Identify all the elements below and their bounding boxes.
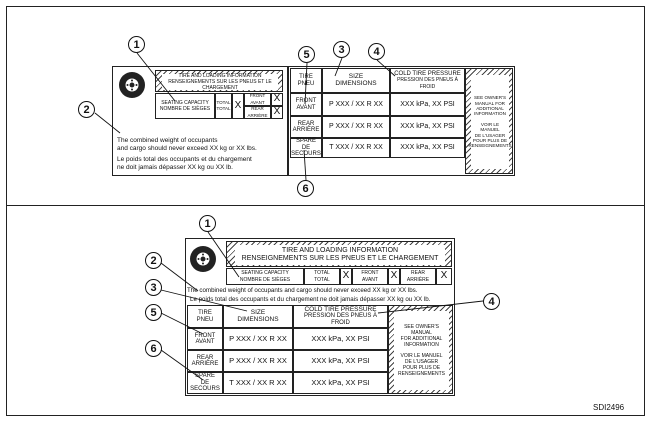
total-cell: TOTAL TOTAL bbox=[215, 93, 232, 119]
front-size-cell: P XXX / XX R XX bbox=[322, 93, 390, 116]
spare-size-cell: T XXX / XX R XX bbox=[223, 372, 293, 394]
callout-4-top: 4 bbox=[368, 43, 385, 60]
callout-2-top: 2 bbox=[78, 101, 95, 118]
rear-pressure-cell: XXX kPa, XX PSI bbox=[390, 116, 465, 138]
spare-pressure-cell: XXX kPa, XX PSI bbox=[390, 138, 465, 158]
callout-6-top: 6 bbox=[297, 180, 314, 197]
callout-2-bottom: 2 bbox=[145, 252, 162, 269]
figure-frame bbox=[6, 6, 645, 416]
callout-6-bottom: 6 bbox=[145, 340, 162, 357]
tire-icon bbox=[190, 246, 216, 272]
total-x: X bbox=[340, 268, 352, 285]
info-header-hatch: TIRE AND LOADING INFORMATION RENSEIGNEME… bbox=[155, 70, 283, 92]
total-x: X bbox=[232, 93, 244, 119]
rear-seat-x: X bbox=[271, 106, 283, 119]
rear-size-cell: P XXX / XX R XX bbox=[322, 116, 390, 138]
info-header-hatch: TIRE AND LOADING INFORMATION RENSEIGNEME… bbox=[226, 241, 452, 267]
callout-1-bottom: 1 bbox=[199, 215, 216, 232]
callout-4-bottom: 4 bbox=[483, 293, 500, 310]
weight-text-fr: Le poids total des occupants et du charg… bbox=[190, 296, 431, 303]
callout-3-bottom: 3 bbox=[145, 279, 162, 296]
callout-5-top: 5 bbox=[298, 46, 315, 63]
weight-text-en-2: and cargo should never exceed XX kg or X… bbox=[117, 145, 257, 152]
weight-text-fr-1: Le poids total des occupants et du charg… bbox=[117, 156, 252, 163]
front-seat-x: X bbox=[388, 268, 400, 285]
callout-5-bottom: 5 bbox=[145, 304, 162, 321]
section-divider bbox=[6, 205, 645, 206]
spare-size-cell: T XXX / XX R XX bbox=[322, 138, 390, 158]
weight-text-en-1: The combined weight of occupants bbox=[117, 137, 218, 144]
info-title-fr: RENSEIGNEMENTS SUR LES PNEUS ET LE CHARG… bbox=[168, 79, 272, 91]
seating-capacity-cell: SEATING CAPACITY NOMBRE DE SIÈGES bbox=[155, 93, 215, 119]
front-size-cell: P XXX / XX R XX bbox=[223, 328, 293, 350]
spare-pressure-cell: XXX kPa, XX PSI bbox=[293, 372, 388, 394]
front-seat-cell: FRONT AVANT bbox=[244, 93, 271, 106]
front-seat-x: X bbox=[271, 93, 283, 106]
front-pressure-cell: XXX kPa, XX PSI bbox=[293, 328, 388, 350]
callout-3-top: 3 bbox=[333, 41, 350, 58]
rear-size-cell: P XXX / XX R XX bbox=[223, 350, 293, 372]
tire-icon bbox=[119, 72, 145, 98]
callout-1-top: 1 bbox=[128, 36, 145, 53]
weight-text-en: The combined weight of occupants and car… bbox=[187, 287, 418, 294]
info-title-en: TIRE AND LOADING INFORMATION bbox=[178, 73, 262, 79]
rear-seat-x: X bbox=[436, 268, 452, 285]
front-pressure-cell: XXX kPa, XX PSI bbox=[390, 93, 465, 116]
rear-seat-cell: REAR ARRIÈRE bbox=[244, 106, 271, 119]
weight-text-fr-2: ne doit jamais dépasser XX kg ou XX lb. bbox=[117, 164, 233, 171]
rear-pressure-cell: XXX kPa, XX PSI bbox=[293, 350, 388, 372]
figure-id: SDI2496 bbox=[593, 403, 625, 412]
